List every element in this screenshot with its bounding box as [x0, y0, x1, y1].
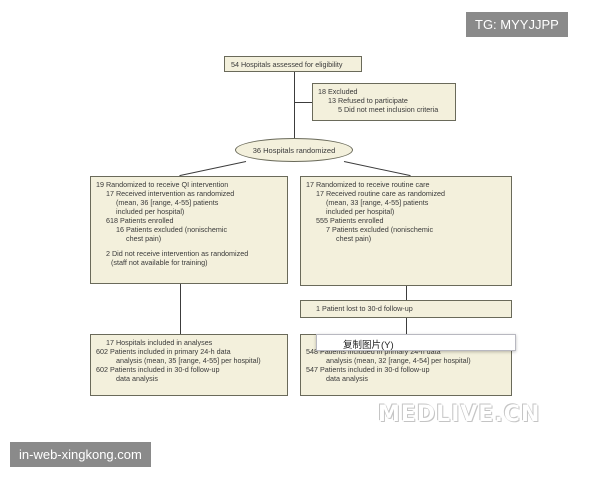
excluded-total: 18 Excluded — [318, 87, 358, 96]
right-alloc-line: (mean, 33 [range, 4-55] patients — [326, 198, 429, 207]
right-alloc-line: 555 Patients enrolled — [316, 216, 384, 225]
left-alloc-line: 618 Patients enrolled — [106, 216, 174, 225]
medlive-watermark: MEDLIVE.CN — [378, 402, 541, 427]
left-analysis-line: data analysis — [116, 374, 158, 383]
assessed-box: 54 Hospitals assessed for eligibility — [224, 56, 362, 72]
copy-image-label: 复制图片(Y) — [343, 340, 394, 351]
lost-followup-box: 1 Patient lost to 30-d follow-up — [300, 300, 512, 318]
right-allocation-box: 17 Randomized to receive routine care 17… — [300, 176, 512, 286]
bottom-left-tag: in-web-xingkong.com — [10, 442, 151, 467]
left-analysis-box: 17 Hospitals included in analyses 602 Pa… — [90, 334, 288, 396]
connector-assessed-down — [294, 72, 295, 142]
right-alloc-line: chest pain) — [336, 234, 372, 243]
right-analysis-line: 547 Patients included in 30-d follow-up — [306, 365, 430, 374]
left-allocation-box: 19 Randomized to receive QI intervention… — [90, 176, 288, 284]
left-analysis-line: 602 Patients included in 30-d follow-up — [96, 365, 220, 374]
left-analysis-line: 602 Patients included in primary 24-h da… — [96, 347, 231, 356]
left-analysis-line: 17 Hospitals included in analyses — [106, 338, 213, 347]
lost-followup-text: 1 Patient lost to 30-d follow-up — [316, 304, 413, 313]
right-alloc-line: 17 Received routine care as randomized — [316, 189, 446, 198]
left-alloc-line: 2 Did not receive intervention as random… — [106, 249, 249, 258]
left-analysis-line: analysis (mean, 35 [range, 4-55] per hos… — [116, 356, 261, 365]
connector-randomized-left — [179, 161, 247, 177]
left-alloc-line: 17 Received intervention as randomized — [106, 189, 235, 198]
left-alloc-line: (mean, 36 [range, 4-55] patients — [116, 198, 219, 207]
top-right-tag: TG: MYYJJPP — [466, 12, 568, 37]
right-analysis-line: data analysis — [326, 374, 368, 383]
copy-image-menu-item[interactable]: 复制图片(Y) — [316, 334, 516, 351]
right-analysis-line: analysis (mean, 32 [range, 4-54] per hos… — [326, 356, 471, 365]
assessed-text: 54 Hospitals assessed for eligibility — [231, 60, 343, 69]
excluded-criteria: 5 Did not meet inclusion criteria — [338, 105, 439, 114]
connector-right-alloc-down — [406, 286, 407, 300]
connector-right-lost-down — [406, 318, 407, 334]
left-alloc-line: included per hospital) — [116, 207, 185, 216]
right-alloc-line: included per hospital) — [326, 207, 395, 216]
left-alloc-line: 16 Patients excluded (nonischemic — [116, 225, 228, 234]
right-alloc-line: 17 Randomized to receive routine care — [306, 180, 430, 189]
right-alloc-line: 7 Patients excluded (nonischemic — [326, 225, 434, 234]
randomized-ellipse: 36 Hospitals randomized — [235, 138, 353, 162]
connector-randomized-right — [343, 161, 411, 177]
right-analysis-line: 548 Patients included in primary 24-h da… — [306, 347, 441, 356]
randomized-text: 36 Hospitals randomized — [252, 145, 336, 155]
excluded-refused: 13 Refused to participate — [328, 96, 408, 105]
left-alloc-line: 19 Randomized to receive QI intervention — [96, 180, 229, 189]
left-alloc-line: chest pain) — [126, 234, 162, 243]
connector-to-excluded — [294, 102, 312, 103]
excluded-box: 18 Excluded 13 Refused to participate 5 … — [312, 83, 456, 121]
connector-left-alloc-down — [180, 284, 181, 334]
left-alloc-line: (staff not available for training) — [111, 258, 208, 267]
